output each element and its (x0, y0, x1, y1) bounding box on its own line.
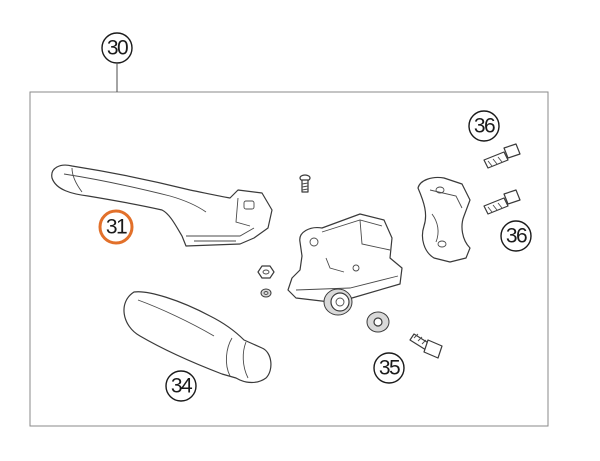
clamp-bolt-lower-part[interactable] (483, 189, 521, 215)
callout-35: 35 (373, 352, 405, 384)
adjuster-nut-part[interactable] (257, 265, 275, 279)
callout-31: 31 (98, 209, 134, 245)
adjust-washer-part[interactable] (366, 311, 390, 333)
callout-34-label: 34 (171, 375, 193, 398)
clutch-lever-part[interactable] (51, 164, 273, 247)
clamp-bolt-upper-part[interactable] (483, 143, 521, 169)
lever-guard-part[interactable] (123, 291, 272, 384)
callout-31-label: 31 (106, 216, 127, 239)
callout-30: 30 (101, 32, 133, 64)
callout-34: 34 (165, 370, 197, 402)
adjust-screw-part[interactable] (409, 333, 443, 359)
lever-housing-part[interactable] (287, 213, 403, 316)
small-washer-part[interactable] (260, 288, 272, 298)
callout-30-label: 30 (107, 37, 128, 60)
handlebar-clamp-part[interactable] (417, 176, 471, 263)
pivot-screw-part[interactable] (299, 174, 311, 193)
assembly-frame (29, 91, 549, 427)
callout-36-lower: 36 (500, 220, 532, 252)
callout-35-label: 35 (379, 357, 400, 380)
callout-36-upper-label: 36 (474, 115, 495, 138)
callout-36-lower-label: 36 (506, 225, 527, 248)
callout-36-upper: 36 (468, 110, 500, 142)
